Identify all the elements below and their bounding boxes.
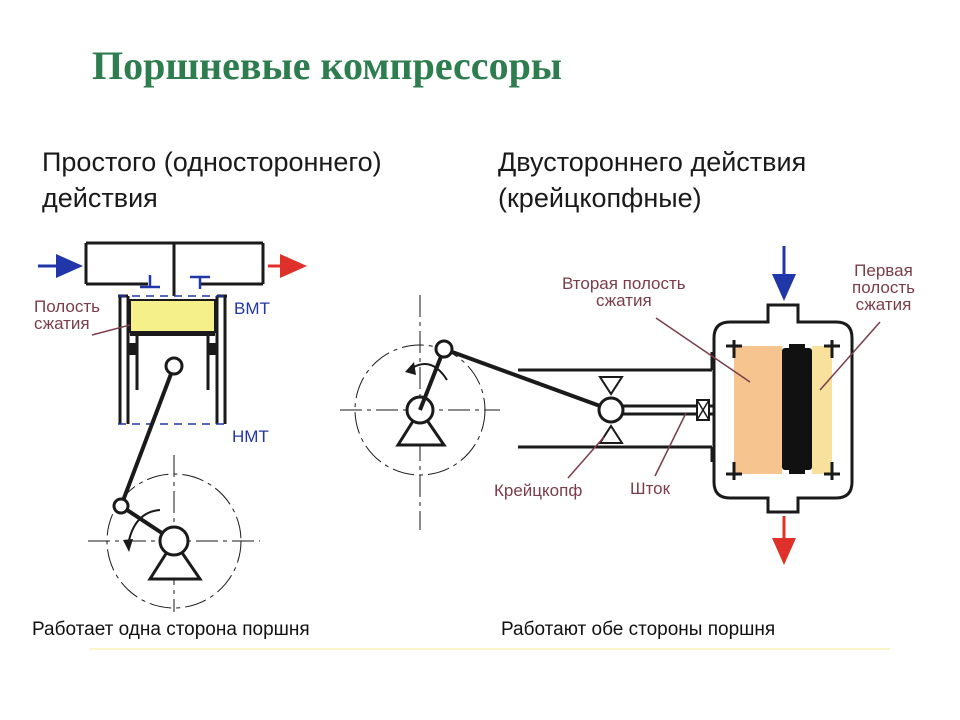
crosshead <box>597 376 625 444</box>
label-tdc: ВМТ <box>234 299 270 318</box>
label-rod: Шток <box>630 479 671 498</box>
compression-chamber <box>129 299 216 333</box>
piston-pin <box>164 356 184 376</box>
connecting-rod-right <box>443 347 612 412</box>
right-caption: Работают обе стороны поршня <box>501 619 776 640</box>
cylinder-head <box>84 241 265 296</box>
page-title: Поршневые компрессоры <box>92 43 563 88</box>
label-first-line1: Первая <box>854 261 913 280</box>
label-chamber-line2: сжатия <box>34 314 90 333</box>
single-acting-diagram <box>38 241 307 612</box>
right-heading-line2: (крейцкопфные) <box>498 183 702 213</box>
label-first-line2: полость <box>852 278 915 297</box>
valves <box>140 275 210 289</box>
label-second-line1: Вторая полость <box>562 274 686 293</box>
left-caption: Работает одна сторона поршня <box>32 619 310 640</box>
crank-arm-right <box>418 348 446 411</box>
crosshead-guides <box>518 352 714 462</box>
piston-right <box>782 348 812 470</box>
label-second-line2: сжатия <box>596 291 652 310</box>
label-first-line3: сжатия <box>855 295 912 314</box>
label-first-chamber: Первая полость сжатия <box>852 262 915 313</box>
label-bdc: НМТ <box>232 427 269 446</box>
first-chamber <box>812 346 832 474</box>
label-compression-chamber: Полость сжатия <box>34 298 100 332</box>
left-heading-line2: действия <box>42 183 158 213</box>
label-second-chamber: Вторая полость сжатия <box>562 275 686 309</box>
piston <box>127 332 218 390</box>
rotation-arrow-right <box>411 363 448 381</box>
right-heading-line1: Двустороннего действия <box>498 147 807 177</box>
crank-bearing <box>147 538 203 581</box>
right-heading: Двустороннего действия (крейцкопфные) <box>498 144 938 216</box>
crank-bearing-right <box>395 407 447 447</box>
footer-rule <box>90 648 890 650</box>
second-chamber <box>734 346 782 474</box>
label-crosshead: Крейцкопф <box>494 481 583 500</box>
connecting-rod <box>119 365 176 507</box>
double-acting-diagram <box>340 246 881 565</box>
left-heading: Простого (одностороннего) действия <box>42 144 472 216</box>
left-heading-line1: Простого (одностороннего) <box>42 147 382 177</box>
label-chamber-line1: Полость <box>34 297 101 316</box>
